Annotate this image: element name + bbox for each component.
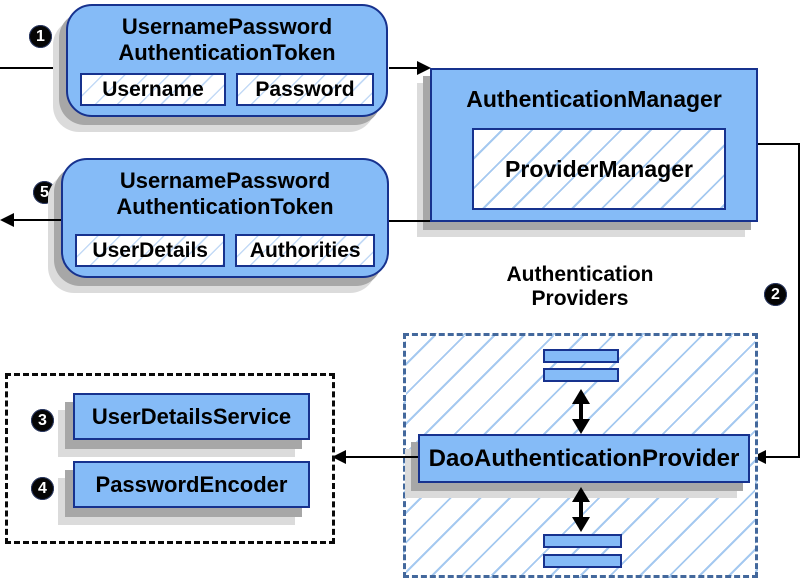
provider-placeholder-bar bbox=[543, 368, 619, 382]
authorities-field-box: Authorities bbox=[235, 234, 375, 267]
left-arrowhead-icon bbox=[332, 450, 346, 464]
token-request-title-line2: AuthenticationToken bbox=[118, 40, 336, 65]
request-to-manager-line bbox=[389, 67, 419, 69]
user-details-service-box: UserDetailsService bbox=[73, 393, 310, 440]
bidirectional-arrow-icon bbox=[570, 389, 592, 434]
provider-placeholder-bar bbox=[543, 349, 619, 363]
right-arrowhead-icon bbox=[417, 61, 431, 75]
user-details-field-box: UserDetails bbox=[75, 234, 226, 267]
provider-manager-box: ProviderManager bbox=[472, 128, 726, 210]
token-response-title-line2: AuthenticationToken bbox=[116, 194, 334, 219]
providers-header-line1: Authentication bbox=[506, 263, 654, 286]
username-password-token-response-box: UsernamePassword AuthenticationToken Use… bbox=[61, 158, 389, 278]
dao-to-services-line bbox=[345, 456, 418, 458]
providers-header-line2: Providers bbox=[531, 287, 629, 310]
password-field-box: Password bbox=[236, 73, 374, 106]
manager-to-providers-line-bottom bbox=[764, 456, 800, 458]
token-request-title-line1: UsernamePassword bbox=[121, 14, 333, 39]
outgoing-response-line bbox=[12, 219, 61, 221]
services-frame bbox=[5, 373, 335, 544]
authentication-manager-box: AuthenticationManager ProviderManager bbox=[430, 68, 758, 222]
password-encoder-box: PasswordEncoder bbox=[73, 461, 310, 508]
username-password-token-request-box: UsernamePassword AuthenticationToken Use… bbox=[66, 4, 388, 117]
username-field-box: Username bbox=[80, 73, 227, 106]
token-response-title-line1: UsernamePassword bbox=[119, 168, 331, 193]
authentication-providers-header: Authentication Providers bbox=[440, 263, 720, 311]
step-3-badge: 3 bbox=[31, 409, 54, 432]
step-1-badge: 1 bbox=[29, 25, 52, 48]
manager-to-providers-line-vertical bbox=[798, 143, 800, 458]
provider-placeholder-bar bbox=[543, 534, 622, 548]
manager-to-providers-line-top bbox=[758, 143, 800, 145]
dao-authentication-provider-box: DaoAuthenticationProvider bbox=[418, 434, 750, 483]
authentication-manager-title: AuthenticationManager bbox=[466, 86, 722, 112]
manager-to-response-line bbox=[389, 220, 430, 222]
step-4-badge: 4 bbox=[31, 477, 54, 500]
provider-placeholder-bar bbox=[543, 554, 622, 568]
incoming-request-line bbox=[0, 67, 66, 69]
bidirectional-arrow-icon bbox=[570, 487, 592, 532]
step-2-badge: 2 bbox=[764, 283, 787, 306]
left-arrowhead-icon bbox=[0, 213, 14, 227]
step-5-badge: 5 bbox=[33, 181, 56, 204]
